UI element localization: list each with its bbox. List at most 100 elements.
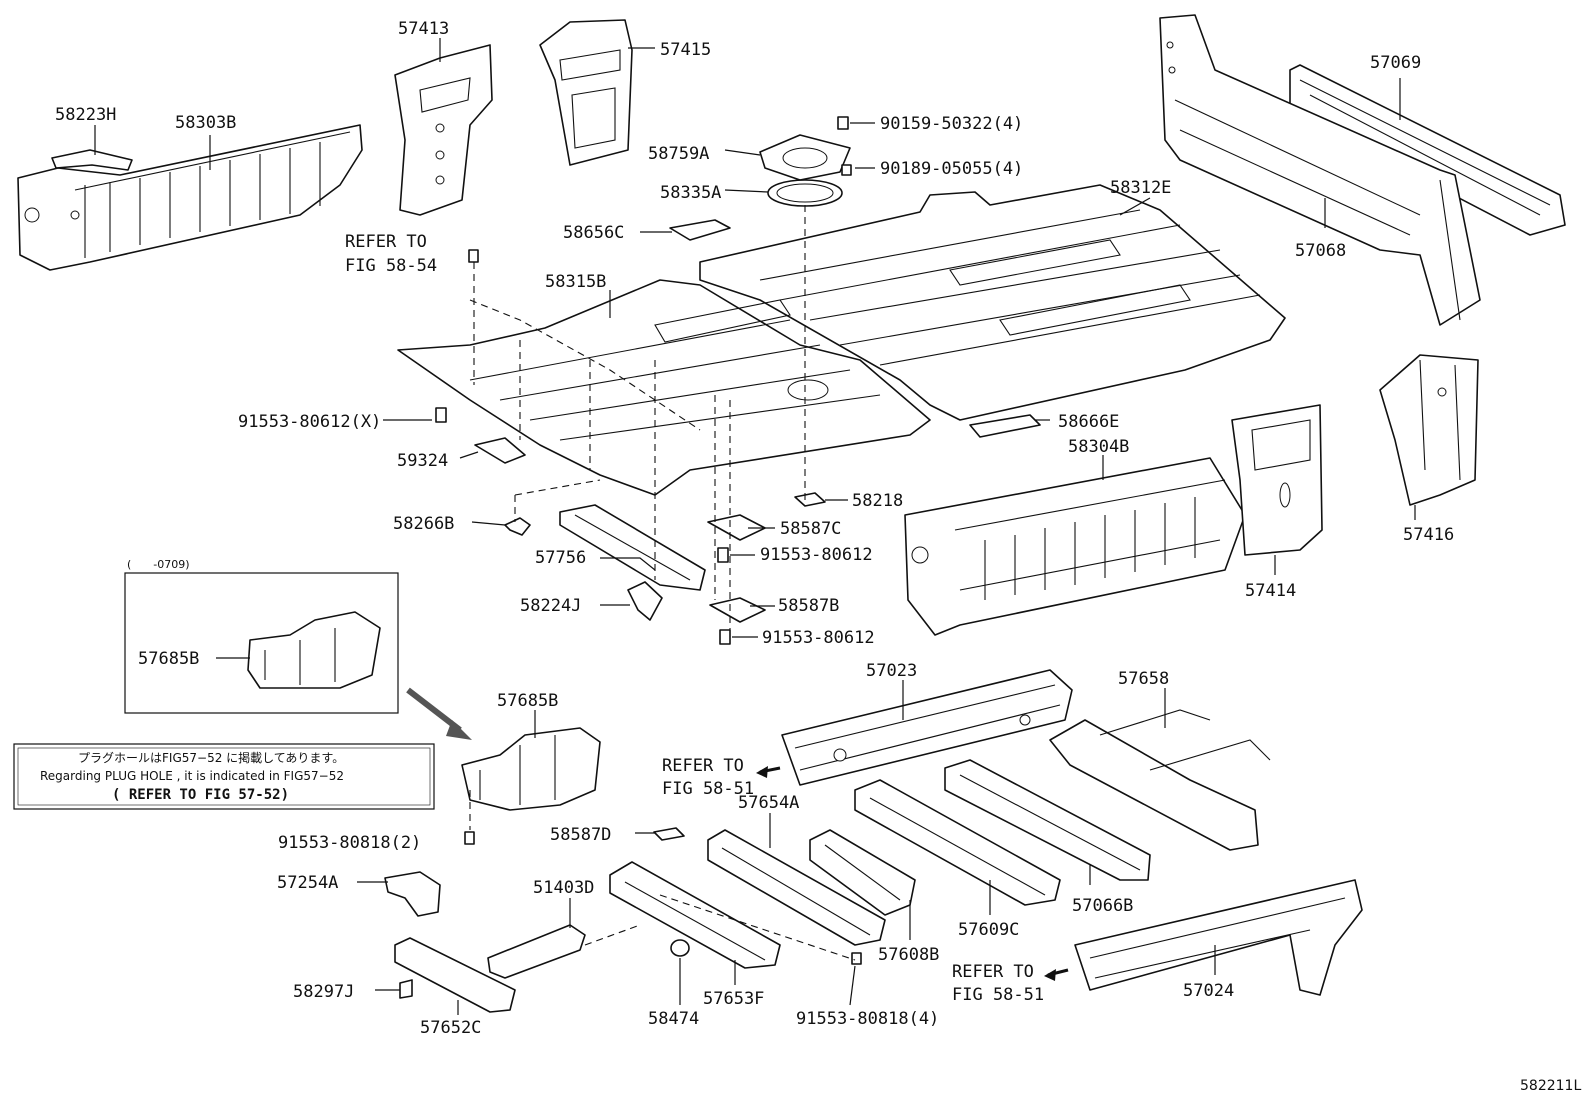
label-58312E[interactable]: 58312E [1110, 178, 1171, 198]
part-57658-crossmember[interactable] [1049, 709, 1271, 851]
part-57415-panel[interactable] [539, 19, 633, 166]
bolt-91553-80818-2[interactable] [464, 831, 475, 845]
part-58587D-clip[interactable] [653, 827, 685, 841]
part-57254A-bracket[interactable] [384, 871, 441, 917]
label-58666E[interactable]: 58666E [1058, 412, 1119, 432]
part-58759A-plate[interactable] [759, 134, 851, 181]
label-58266B[interactable]: 58266B [393, 514, 454, 534]
label-57652C[interactable]: 57652C [420, 1018, 481, 1038]
part-58218-clip[interactable] [794, 492, 826, 507]
label-refer-fig-58-51-b-l2[interactable]: FIG 58-51 [952, 985, 1044, 1005]
label-59324[interactable]: 59324 [397, 451, 448, 471]
part-57685B-bracket[interactable] [461, 727, 601, 811]
part-57068-rear-frame[interactable] [1159, 14, 1481, 326]
part-57653F-crossmember[interactable] [609, 861, 781, 969]
label-58224J[interactable]: 58224J [520, 596, 581, 616]
note-english: Regarding PLUG HOLE , it is indicated in… [40, 769, 344, 783]
diagram-id: 582211L [1520, 1078, 1581, 1094]
label-58303B[interactable]: 58303B [175, 113, 236, 133]
part-51403D-bracket[interactable] [487, 924, 586, 979]
part-58335A-ring[interactable] [767, 179, 843, 207]
label-57685B-inset[interactable]: 57685B [138, 649, 199, 669]
label-57068[interactable]: 57068 [1295, 241, 1346, 261]
part-58266B-bracket[interactable] [504, 517, 531, 536]
part-57416-pillar[interactable] [1379, 354, 1479, 506]
label-90159[interactable]: 90159-50322(4) [880, 114, 1023, 134]
part-58474-plug[interactable] [670, 939, 690, 957]
label-58315B[interactable]: 58315B [545, 272, 606, 292]
part-57609C-crossmember[interactable] [854, 779, 1061, 906]
label-57658[interactable]: 57658 [1118, 669, 1169, 689]
bolt-91553-80612-b[interactable] [719, 629, 731, 645]
label-57416[interactable]: 57416 [1403, 525, 1454, 545]
refer-arrow-58-51-a [756, 766, 781, 778]
bolt-91553-80612-x[interactable] [435, 407, 447, 423]
part-58666E-clip[interactable] [969, 414, 1041, 438]
label-91553-80612-b[interactable]: 91553-80612 [762, 628, 875, 648]
label-58218[interactable]: 58218 [852, 491, 903, 511]
label-91553-80612-a[interactable]: 91553-80612 [760, 545, 873, 565]
part-58303B-front-panel[interactable] [17, 124, 363, 271]
part-58304B-rear-crossmember[interactable] [904, 457, 1246, 636]
label-91553-80818-4[interactable]: 91553-80818(4) [796, 1009, 939, 1029]
part-57413-pillar[interactable] [394, 44, 493, 216]
part-57024-side-member[interactable] [1074, 879, 1363, 996]
label-57685B[interactable]: 57685B [497, 691, 558, 711]
label-58759A[interactable]: 58759A [648, 144, 709, 164]
part-58312E-rear-floor[interactable] [699, 184, 1286, 421]
label-57254A[interactable]: 57254A [277, 873, 338, 893]
label-refer-fig-58-54-l1[interactable]: REFER TO [345, 232, 427, 252]
label-91553-80612-x[interactable]: 91553-80612(X) [238, 412, 381, 432]
part-58297J-clip[interactable] [399, 979, 413, 999]
label-refer-fig-58-51-a-l2[interactable]: FIG 58-51 [662, 779, 754, 799]
label-58474[interactable]: 58474 [648, 1009, 699, 1029]
label-refer-fig-58-54-l2[interactable]: FIG 58-54 [345, 256, 437, 276]
part-59324-bracket[interactable] [474, 437, 526, 464]
part-58315B-front-floor[interactable] [397, 279, 931, 496]
bolt-91553-80612-a[interactable] [717, 547, 729, 563]
label-58335A[interactable]: 58335A [660, 183, 721, 203]
part-57023-side-member[interactable] [781, 669, 1073, 786]
label-57024[interactable]: 57024 [1183, 981, 1234, 1001]
bolt-90159[interactable] [837, 116, 849, 130]
label-51403D[interactable]: 51403D [533, 878, 594, 898]
label-57608B[interactable]: 57608B [878, 945, 939, 965]
label-57069[interactable]: 57069 [1370, 53, 1421, 73]
label-57415[interactable]: 57415 [660, 40, 711, 60]
part-58224J-bracket[interactable] [627, 581, 663, 621]
label-57023[interactable]: 57023 [866, 661, 917, 681]
refer-arrow-58-51-b [1044, 968, 1069, 981]
label-57413[interactable]: 57413 [398, 19, 449, 39]
part-58656C-clip[interactable] [669, 219, 731, 241]
label-57756[interactable]: 57756 [535, 548, 586, 568]
label-57066B[interactable]: 57066B [1072, 896, 1133, 916]
assembly-lines [469, 205, 856, 961]
label-57654A[interactable]: 57654A [738, 793, 799, 813]
part-58587B-bracket[interactable] [709, 597, 766, 623]
bolt-90189[interactable] [841, 164, 852, 176]
note-box [13, 743, 435, 810]
bolt-91553-80818-4[interactable] [851, 952, 862, 965]
part-57652C-bracket[interactable] [394, 937, 516, 1013]
part-58223H-bracket[interactable] [51, 149, 133, 171]
part-57654A-crossmember[interactable] [707, 829, 886, 946]
part-57756-reinforcement[interactable] [559, 504, 706, 591]
part-57066B-crossmember[interactable] [944, 759, 1151, 881]
label-91553-80818-2[interactable]: 91553-80818(2) [278, 833, 421, 853]
label-58587B[interactable]: 58587B [778, 596, 839, 616]
label-58304B[interactable]: 58304B [1068, 437, 1129, 457]
bolt-refer-fig-58-54[interactable] [468, 249, 479, 263]
label-90189[interactable]: 90189-05055(4) [880, 159, 1023, 179]
label-57414[interactable]: 57414 [1245, 581, 1296, 601]
label-refer-fig-58-51-b-l1[interactable]: REFER TO [952, 962, 1034, 982]
label-58587D[interactable]: 58587D [550, 825, 611, 845]
label-refer-fig-58-51-a-l1[interactable]: REFER TO [662, 756, 744, 776]
label-58587C[interactable]: 58587C [780, 519, 841, 539]
label-58297J[interactable]: 58297J [293, 982, 354, 1002]
label-57609C[interactable]: 57609C [958, 920, 1019, 940]
part-57414-pillar[interactable] [1231, 404, 1323, 556]
label-57653F[interactable]: 57653F [703, 989, 764, 1009]
label-58656C[interactable]: 58656C [563, 223, 624, 243]
label-58223H[interactable]: 58223H [55, 105, 116, 125]
